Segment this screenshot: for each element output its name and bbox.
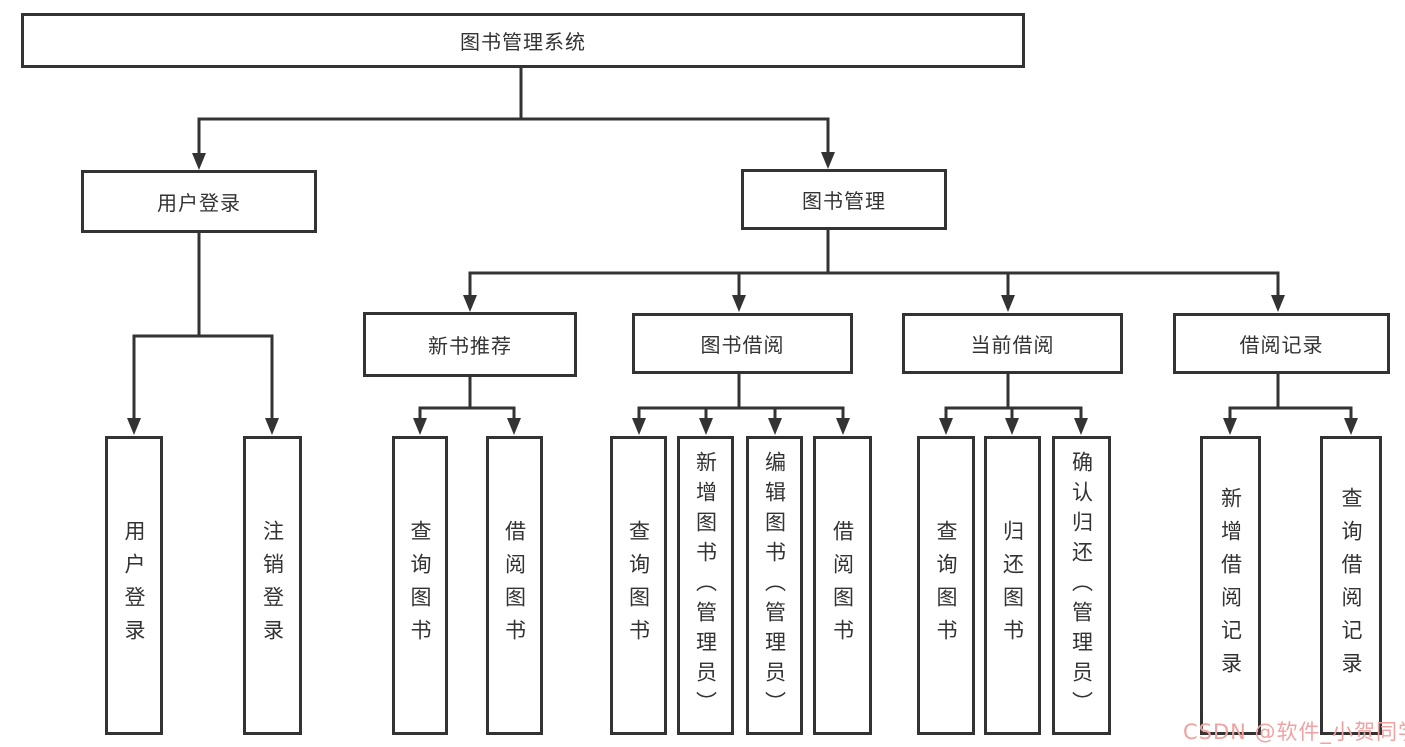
leaf-return-books: 归还图书	[984, 436, 1041, 735]
leaf-query-books-recommend: 查询图书	[392, 436, 448, 735]
edge-bookmgmt-to-level3	[468, 227, 1280, 300]
node-new-book-recommend: 新书推荐	[363, 312, 577, 377]
watermark-text: CSDN @软件_小贺同学	[1183, 720, 1405, 744]
arrowheads	[127, 152, 1358, 435]
leaf-add-books-admin: 新增图书（管理员）	[677, 436, 734, 735]
node-book-management: 图书管理	[741, 169, 947, 230]
leaf-borrow-books-recommend: 借阅图书	[486, 436, 543, 735]
edge-newbook-to-leaves	[418, 374, 516, 422]
leaf-edit-books-admin: 编辑图书（管理员）	[746, 436, 803, 735]
edge-userlogin-to-leaves	[132, 230, 274, 422]
leaf-query-borrow-record: 查询借阅记录	[1320, 436, 1382, 735]
leaf-confirm-return-admin: 确认归还（管理员）	[1052, 436, 1111, 735]
node-current-borrow: 当前借阅	[902, 313, 1123, 374]
node-user-login: 用户登录	[81, 170, 317, 233]
node-borrow-records: 借阅记录	[1173, 313, 1390, 374]
leaf-query-books-current: 查询图书	[917, 436, 975, 735]
edge-bookborrow-to-leaves	[637, 371, 845, 422]
leaf-query-books-borrow: 查询图书	[610, 436, 667, 735]
edge-records-to-leaves	[1228, 371, 1353, 422]
edge-currentborrow-to-leaves	[944, 371, 1083, 422]
edge-root-to-level2	[197, 65, 830, 157]
node-root: 图书管理系统	[21, 13, 1025, 68]
node-book-borrow: 图书借阅	[632, 313, 853, 374]
leaf-logout-login: 注销登录	[243, 436, 302, 735]
leaf-add-borrow-record: 新增借阅记录	[1200, 436, 1261, 735]
leaf-user-login: 用户登录	[105, 436, 163, 735]
leaf-borrow-books: 借阅图书	[813, 436, 872, 735]
